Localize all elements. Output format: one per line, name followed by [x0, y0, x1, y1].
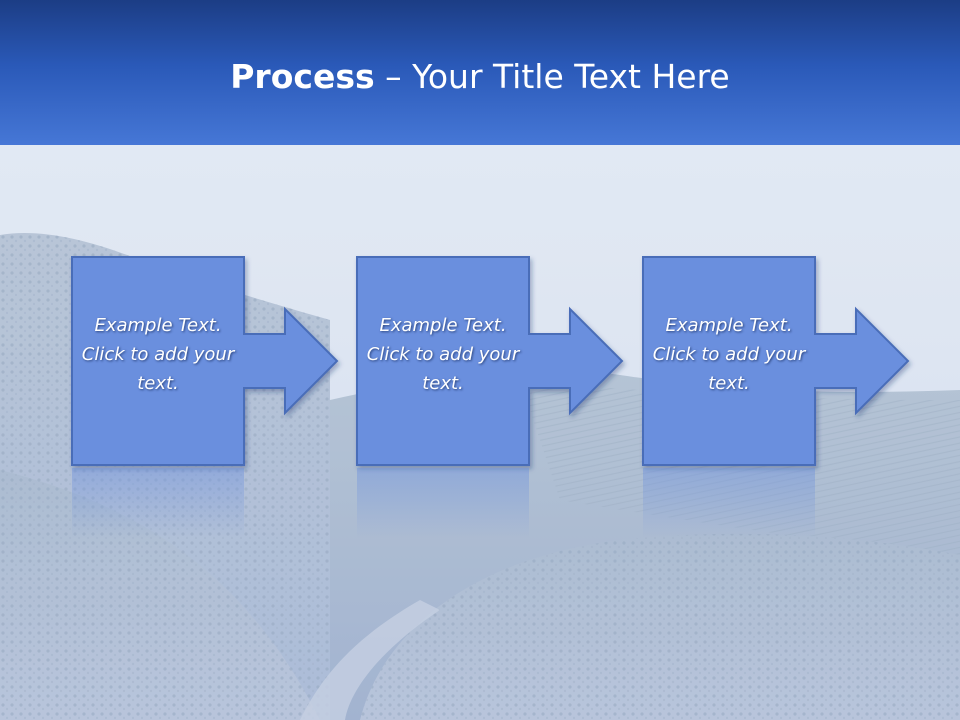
step-2-reflection — [357, 468, 529, 538]
step-1-reflection — [72, 468, 244, 538]
title-rest: – Your Title Text Here — [374, 57, 730, 96]
step-2-shape — [356, 256, 624, 466]
step-3-shape — [642, 256, 910, 466]
step-1-text[interactable]: Example Text. Click to add your text. — [81, 315, 235, 394]
step-1-shape — [71, 256, 339, 466]
step-3-text[interactable]: Example Text. Click to add your text. — [652, 315, 806, 394]
step-3-reflection — [643, 468, 815, 538]
process-step-2[interactable] — [356, 256, 624, 538]
slide-title[interactable]: Process – Your Title Text Here — [0, 52, 960, 102]
step-2-text[interactable]: Example Text. Click to add your text. — [366, 315, 520, 394]
process-step-1[interactable] — [71, 256, 339, 538]
title-bold: Process — [230, 57, 375, 96]
title-bar — [0, 0, 960, 145]
process-step-3[interactable] — [642, 256, 910, 538]
